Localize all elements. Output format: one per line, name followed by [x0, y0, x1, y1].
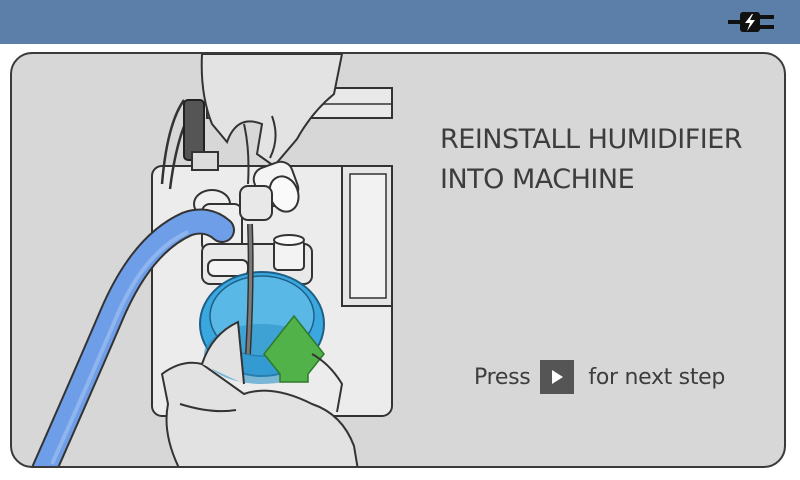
- status-bar: [0, 0, 800, 44]
- instruction-card: REINSTALL HUMIDIFIER INTO MACHINE Press …: [10, 52, 786, 468]
- hint-suffix: for next step: [588, 364, 726, 390]
- instruction-title-line-2: INTO MACHINE: [440, 164, 635, 195]
- next-step-hint: Press for next step: [474, 354, 725, 400]
- play-triangle-icon: [552, 370, 564, 384]
- instruction-title: REINSTALL HUMIDIFIER INTO MACHINE: [440, 120, 780, 200]
- instruction-title-line-1: REINSTALL HUMIDIFIER: [440, 124, 743, 155]
- ac-power-plug-icon: [728, 12, 774, 32]
- next-step-button[interactable]: [540, 360, 575, 394]
- humidifier-illustration: [31, 54, 393, 466]
- hint-prefix: Press: [474, 364, 531, 390]
